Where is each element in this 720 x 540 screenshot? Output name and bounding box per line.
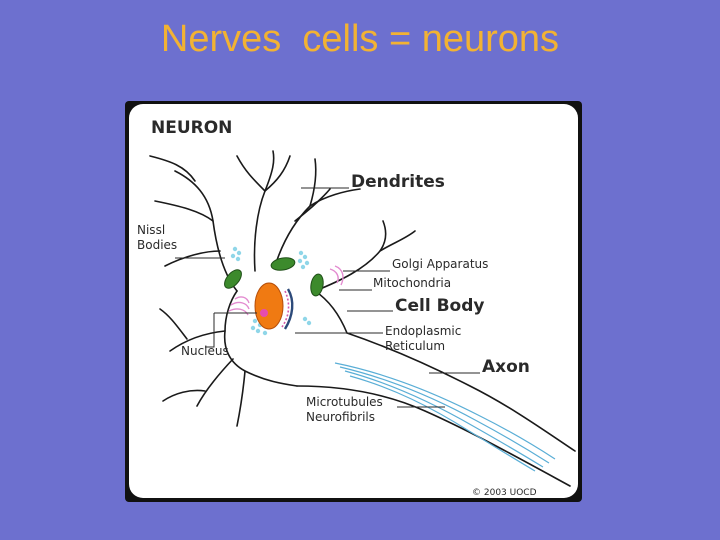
slide-title: Nerves cells = neurons bbox=[160, 18, 560, 60]
neuron-diagram: NEURON bbox=[129, 104, 578, 498]
label-nissl-1: Nissl bbox=[137, 223, 165, 237]
endoplasmic-reticulum bbox=[281, 288, 294, 330]
nucleolus bbox=[260, 309, 268, 317]
label-golgi: Golgi Apparatus bbox=[392, 257, 488, 271]
neuron-membrane bbox=[149, 150, 576, 487]
label-nissl-2: Bodies bbox=[137, 238, 177, 252]
label-er-2: Reticulum bbox=[385, 339, 445, 353]
label-cell-body: Cell Body bbox=[395, 296, 484, 316]
label-nucleus: Nucleus bbox=[181, 344, 229, 358]
label-microtubules: Microtubules bbox=[306, 395, 383, 409]
copyright-label: © 2003 UOCD bbox=[472, 488, 537, 498]
diagram-heading: NEURON bbox=[151, 118, 232, 138]
nucleus-shape bbox=[254, 282, 284, 330]
mitochondria bbox=[224, 257, 324, 297]
nissl-bodies bbox=[230, 246, 312, 336]
label-axon: Axon bbox=[482, 357, 530, 377]
diagram-panel bbox=[129, 104, 578, 498]
golgi-apparatus bbox=[228, 265, 344, 316]
leader-lines bbox=[175, 187, 480, 408]
label-neurofibrils: Neurofibrils bbox=[306, 410, 375, 424]
label-er-1: Endoplasmic bbox=[385, 324, 461, 338]
label-mitochondria: Mitochondria bbox=[373, 276, 451, 290]
neuron-figure: NEURON bbox=[125, 101, 582, 502]
microtubules bbox=[334, 362, 556, 472]
label-dendrites: Dendrites bbox=[351, 172, 445, 192]
